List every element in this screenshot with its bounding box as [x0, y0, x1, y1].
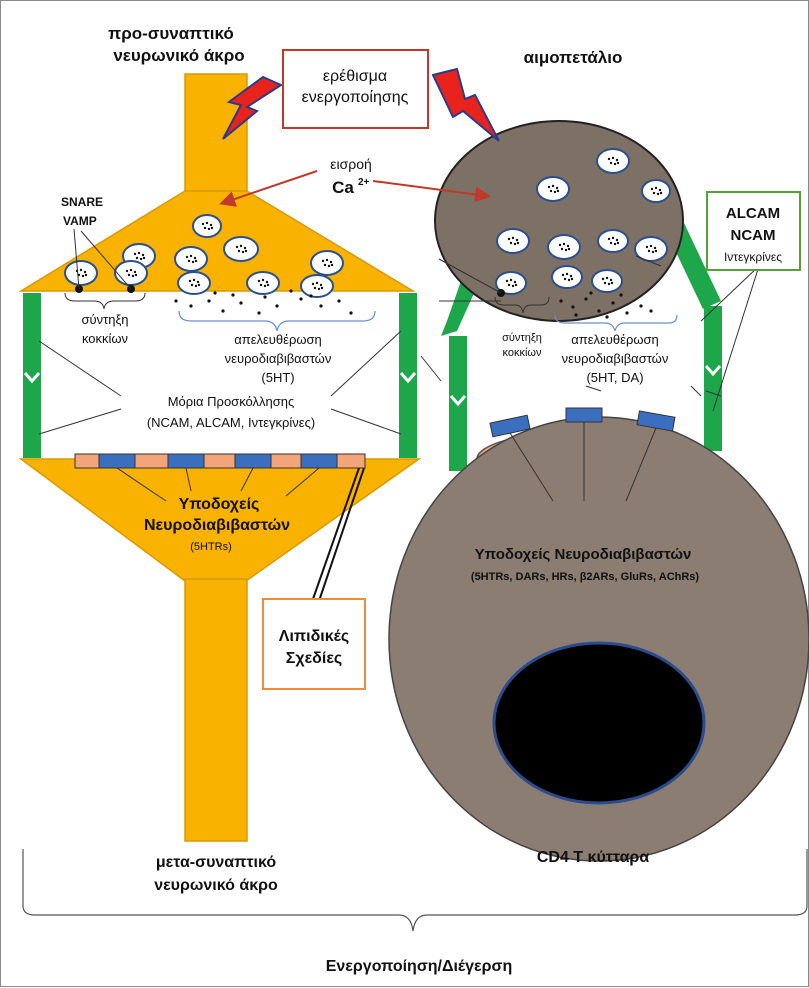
fusion-brace-right [494, 296, 550, 314]
vesicle [551, 265, 583, 289]
platelet-cell [434, 120, 684, 322]
postsynaptic-title-line1: μετα-συναπτικό [156, 854, 276, 871]
receptors-right-line1: Υποδοχείς Νευροδιαβιβαστών [475, 546, 692, 563]
fusion-brace-left [64, 292, 146, 310]
vesicle [496, 228, 530, 254]
pointer-lines [38, 228, 760, 602]
receptors-left-line1: Υποδοχείς [179, 496, 260, 513]
release-dots-left [174, 289, 353, 315]
vesicle [634, 236, 668, 262]
adhesion-molecules-right [441, 223, 722, 471]
vesicle [64, 260, 98, 286]
receptor-strip-right [489, 407, 676, 438]
vesicle [174, 246, 208, 272]
influx-ca-superscript: 2+ [358, 177, 370, 188]
adhesion-right-line3: Ιντεγκρίνες [724, 250, 782, 264]
vesicle [114, 260, 148, 286]
stimulus-label-line1: ερέθισμα [323, 68, 387, 85]
vesicles-platelet [495, 148, 671, 297]
release-brace-left [178, 310, 376, 332]
vesicle [192, 214, 222, 238]
vesicle [641, 179, 671, 203]
vesicle [547, 234, 581, 260]
presynaptic-title-line2: νευρωνικό άκρο [113, 46, 244, 65]
vesicle [536, 176, 570, 202]
activation-label: Ενεργοποίηση/Διέγερση [326, 958, 513, 975]
influx-label: εισροή [330, 156, 372, 172]
nucleus [492, 641, 706, 805]
ca-influx-arrow-left [219, 170, 318, 207]
adhesion-right-line1: ALCAM [726, 205, 780, 222]
vesicle [495, 271, 527, 295]
fusion-right-line2: κοκκίων [502, 347, 542, 359]
platelet-title: αιμοπετάλιο [524, 48, 623, 67]
vesicle [596, 148, 630, 174]
vesicle [310, 250, 344, 276]
influx-ca: Ca [332, 178, 354, 197]
vesicle [597, 229, 629, 253]
release-right-line1: απελευθέρωση [571, 332, 659, 347]
vesicle [246, 271, 280, 295]
vesicle [591, 269, 623, 293]
release-right-line3: (5HT, DA) [586, 370, 643, 385]
adhesion-box-right [706, 191, 801, 271]
lipid-raft-line2: Σχεδίες [286, 650, 342, 667]
receptors-left-line2: Νευροδιαβιβαστών [144, 517, 290, 534]
vamp-label: VAMP [63, 214, 97, 228]
fusion-left-line1: σύντηξη [81, 312, 128, 327]
adhesion-right-line2: NCAM [731, 227, 776, 244]
activation-brace [22, 849, 808, 932]
snare-label: SNARE [61, 195, 103, 209]
fusion-left-line2: κοκκίων [82, 331, 128, 346]
release-dots-right [559, 291, 653, 319]
vesicle [223, 236, 259, 262]
t-cell-title: CD4 T κύτταρα [537, 849, 649, 866]
receptor-strip-left [74, 453, 366, 469]
fusion-right-line1: σύντηξη [502, 332, 542, 344]
release-left-line2: νευροδιαβιβαστών [225, 351, 332, 366]
adhesion-left-line1: Μόρια Προσκόλλησης [168, 394, 295, 409]
ca-influx-arrow-right [372, 180, 491, 203]
release-right-line2: νευροδιαβιβαστών [562, 351, 669, 366]
lipid-raft-box [262, 598, 366, 690]
t-cell [388, 416, 809, 862]
adhesion-molecules-left [23, 293, 417, 458]
postsynaptic-title-line2: νευρωνικό άκρο [154, 877, 278, 894]
adhesion-left-line2: (NCAM, ALCAM, Ιντεγκρίνες) [147, 415, 315, 430]
stimulus-bolt-left [222, 75, 284, 140]
vesicles-presynaptic [64, 214, 344, 298]
stimulus-box [282, 49, 429, 129]
lipid-raft-line1: Λιπιδικές [279, 628, 349, 645]
postsynaptic-terminal [18, 458, 422, 842]
vesicle [177, 271, 211, 295]
receptors-right-line2: (5HTRs, DARs, HRs, β2ARs, GluRs, AChRs) [471, 571, 700, 583]
receptors-left-line3: (5HTRs) [190, 541, 232, 553]
vesicle [300, 274, 334, 298]
release-left-line1: απελευθέρωση [234, 332, 322, 347]
stimulus-bolt-right [431, 67, 500, 142]
release-brace-right [554, 314, 678, 332]
release-left-line3: (5HT) [261, 370, 294, 385]
presynaptic-title-line1: προ-συναπτικό [108, 24, 234, 43]
stimulus-label-line2: ενεργοποίησης [302, 89, 409, 106]
